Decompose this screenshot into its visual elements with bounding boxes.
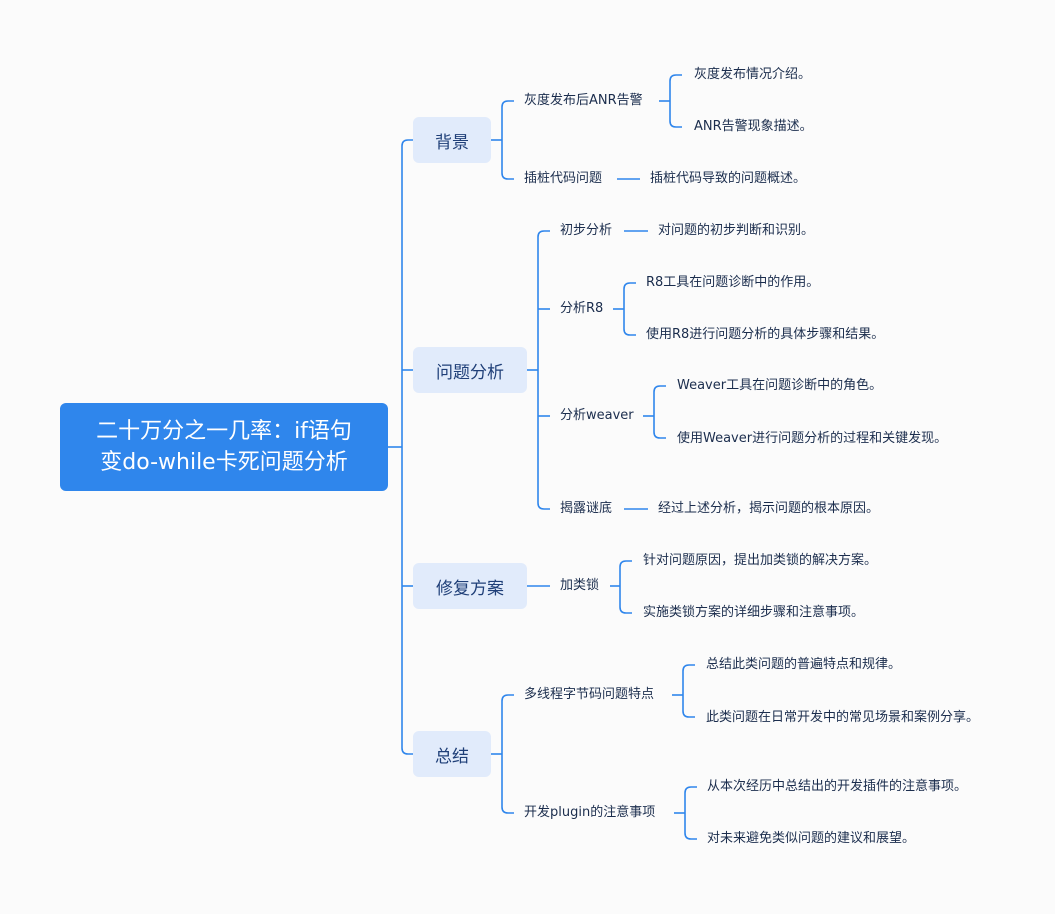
subtopic-class-lock[interactable]: 加类锁 bbox=[560, 578, 600, 593]
subtopic-instrumentation-issue[interactable]: 插桩代码问题 bbox=[524, 171, 603, 186]
detail-r8-role[interactable]: R8工具在问题诊断中的作用。 bbox=[646, 275, 820, 290]
detail-r8-steps[interactable]: 使用R8进行问题分析的具体步骤和结果。 bbox=[646, 327, 885, 342]
detail-instrumentation-overview[interactable]: 插桩代码导致的问题概述。 bbox=[650, 171, 807, 186]
subtopic-reveal-answer[interactable]: 揭露谜底 bbox=[560, 501, 613, 516]
detail-anr-description[interactable]: ANR告警现象描述。 bbox=[694, 119, 813, 134]
subtopic-multithread-bytecode[interactable]: 多线程字节码问题特点 bbox=[524, 687, 655, 702]
detail-gray-release-intro[interactable]: 灰度发布情况介绍。 bbox=[694, 67, 812, 82]
subtopic-analyze-weaver[interactable]: 分析weaver bbox=[560, 408, 634, 423]
detail-class-lock-proposal[interactable]: 针对问题原因，提出加类锁的解决方案。 bbox=[643, 553, 878, 568]
detail-root-cause[interactable]: 经过上述分析，揭示问题的根本原因。 bbox=[658, 501, 880, 516]
detail-common-scenarios[interactable]: 此类问题在日常开发中的常见场景和案例分享。 bbox=[706, 710, 980, 725]
subtopic-analyze-r8[interactable]: 分析R8 bbox=[560, 301, 604, 316]
detail-class-lock-steps[interactable]: 实施类锁方案的详细步骤和注意事项。 bbox=[643, 605, 865, 620]
detail-plugin-lessons[interactable]: 从本次经历中总结出的开发插件的注意事项。 bbox=[707, 779, 968, 794]
detail-weaver-role[interactable]: Weaver工具在问题诊断中的角色。 bbox=[677, 378, 883, 393]
detail-common-traits[interactable]: 总结此类问题的普遍特点和规律。 bbox=[706, 657, 902, 672]
detail-weaver-process[interactable]: 使用Weaver进行问题分析的过程和关键发现。 bbox=[677, 431, 948, 446]
topic-summary[interactable]: 总结 bbox=[413, 731, 491, 777]
topic-background[interactable]: 背景 bbox=[413, 117, 491, 163]
root-topic[interactable]: 二十万分之一几率：if语句 变do-while卡死问题分析 bbox=[60, 403, 388, 491]
root-title-line-2: 变do-while卡死问题分析 bbox=[100, 450, 348, 475]
root-title-line-1: 二十万分之一几率：if语句 bbox=[96, 419, 352, 444]
detail-future-advice[interactable]: 对未来避免类似问题的建议和展望。 bbox=[707, 831, 916, 846]
subtopic-anr-alert[interactable]: 灰度发布后ANR告警 bbox=[524, 93, 643, 108]
subtopic-plugin-notes[interactable]: 开发plugin的注意事项 bbox=[524, 805, 656, 820]
topic-problem-analysis[interactable]: 问题分析 bbox=[413, 347, 527, 393]
topic-fix-plan[interactable]: 修复方案 bbox=[413, 563, 527, 609]
detail-initial-judgment[interactable]: 对问题的初步判断和识别。 bbox=[658, 223, 815, 238]
subtopic-initial-analysis[interactable]: 初步分析 bbox=[560, 223, 613, 238]
